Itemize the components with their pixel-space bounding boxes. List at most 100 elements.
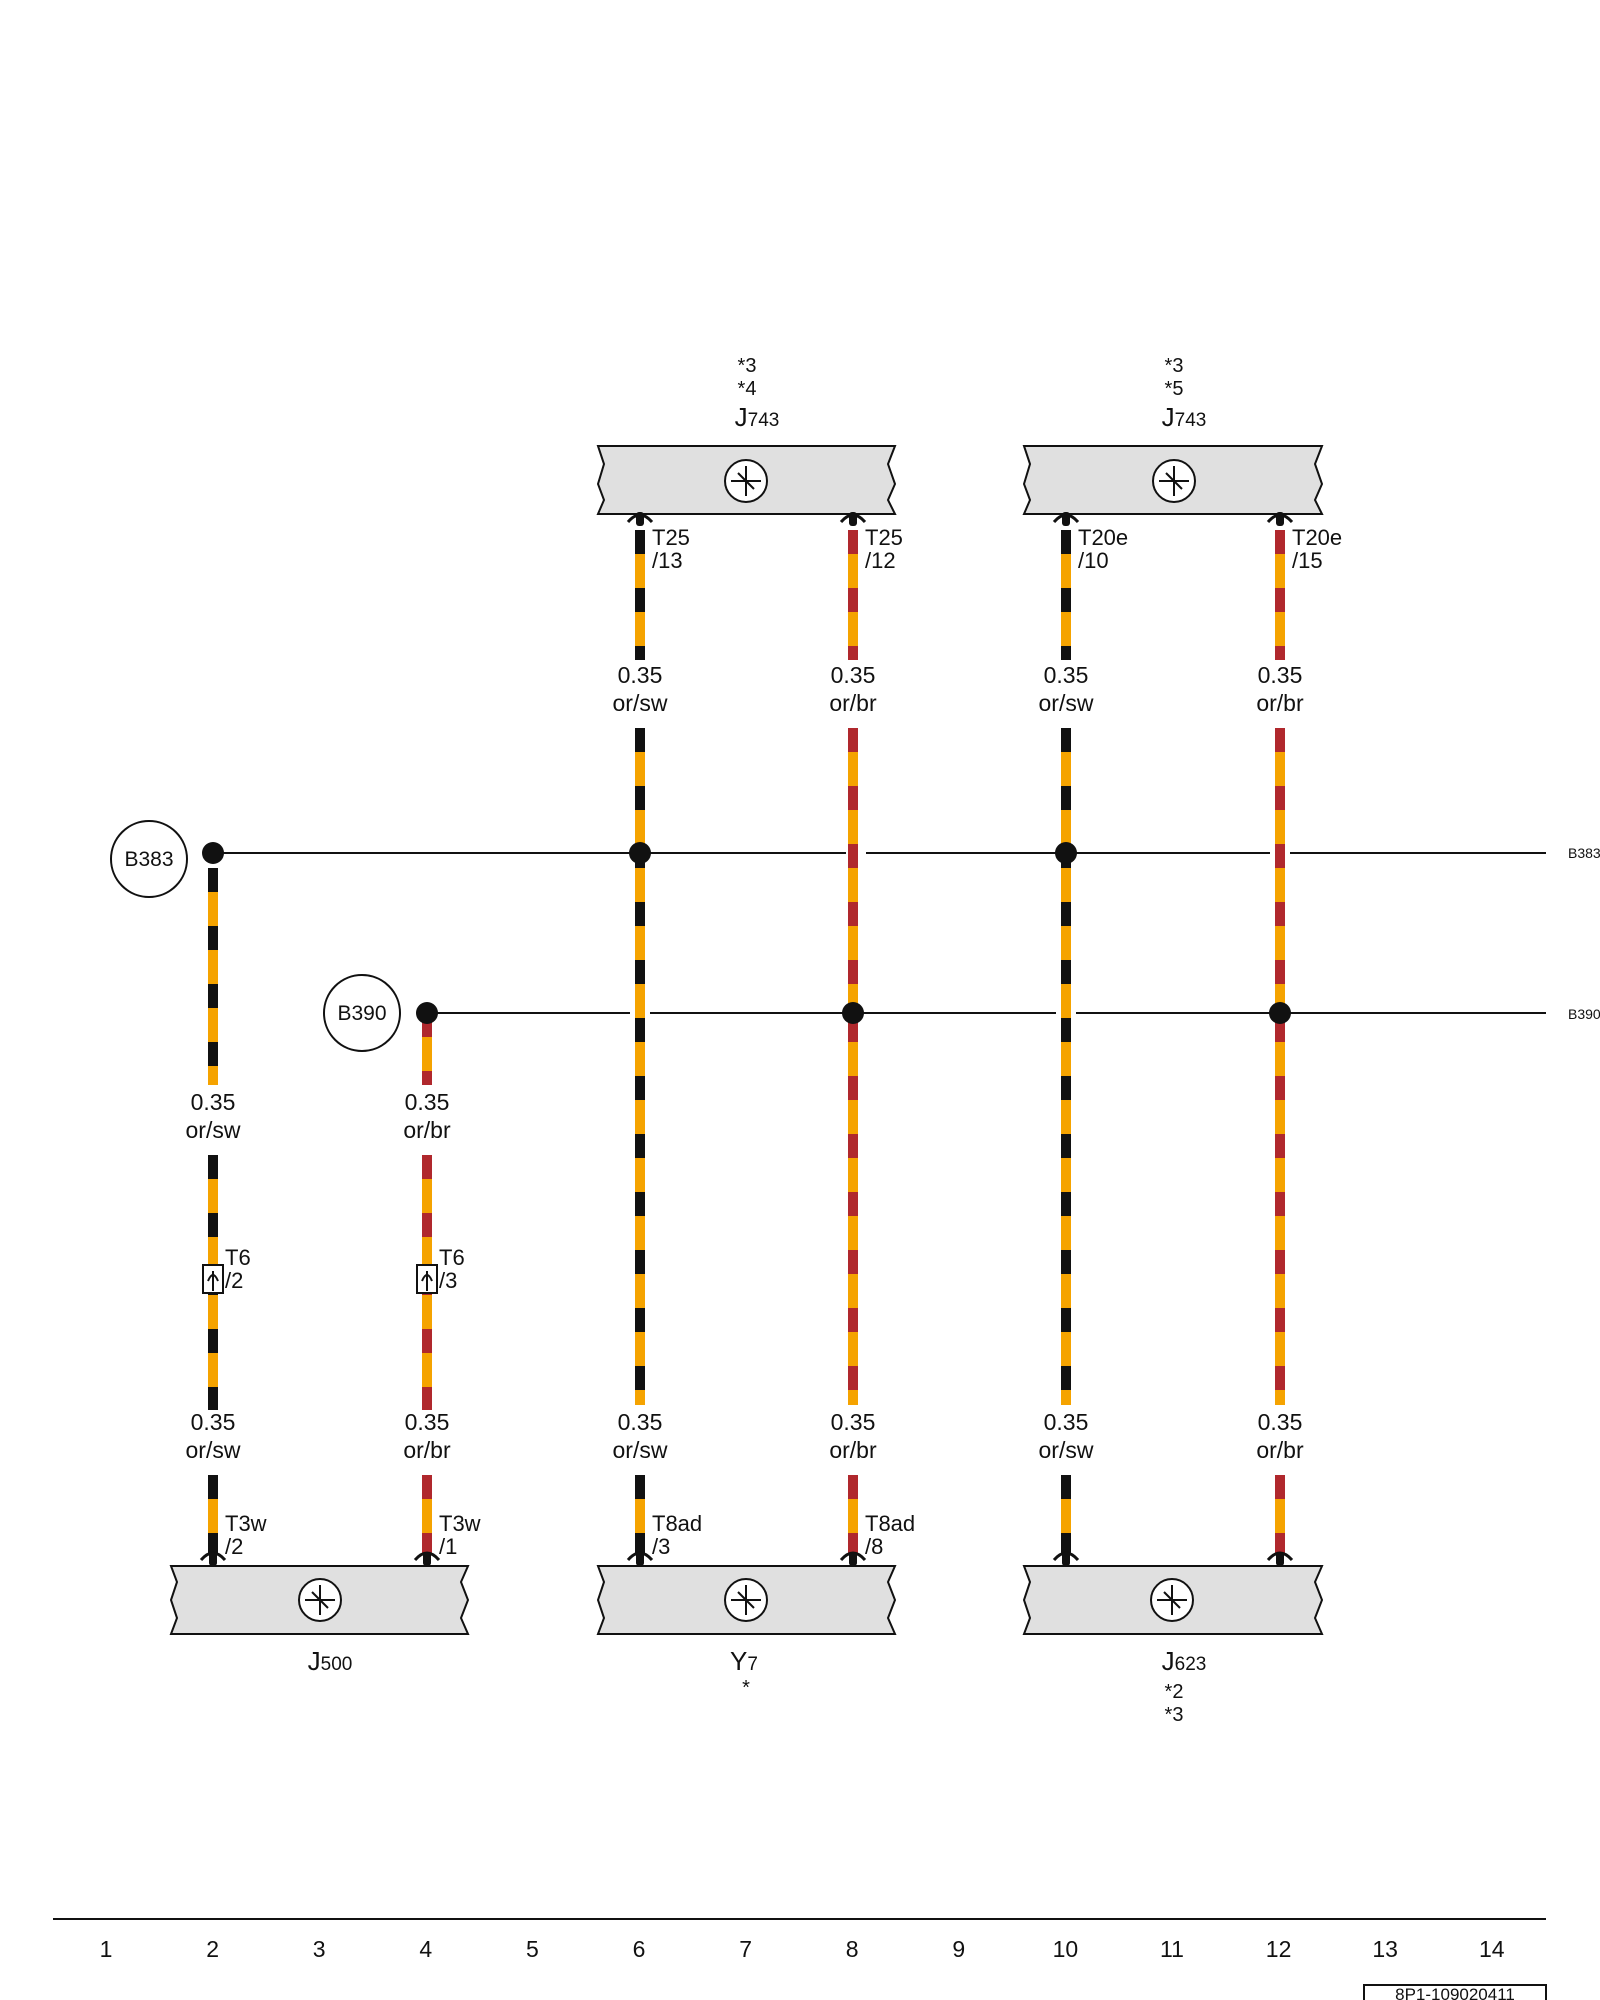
wire-color-label: or/br [829, 690, 877, 716]
pin-number-label: /1 [439, 1534, 457, 1559]
component-j743-b: *3 *5 J743 [1022, 355, 1324, 515]
wire-color-label: or/br [1256, 690, 1304, 716]
pin-connector-icon [626, 512, 654, 526]
top-pin-connectors [626, 512, 1294, 526]
bus-edge-label-b383: B383 [1568, 845, 1600, 861]
bus-lines [214, 849, 1546, 1017]
bus-badge-label: B383 [124, 848, 173, 871]
inline-connector-icon [202, 1264, 224, 1294]
junction-dot [1269, 1002, 1291, 1024]
ecu-symbol-icon [724, 1578, 768, 1622]
column-number: 2 [206, 1936, 219, 1962]
wire-color-label: or/br [1256, 1437, 1304, 1463]
pin-connector-icon [1052, 512, 1080, 526]
column-number: 8 [846, 1936, 859, 1962]
bottom-pin-connectors [199, 1551, 1294, 1566]
bus-badge-label: B390 [337, 1002, 386, 1025]
component-name: Y7 [730, 1646, 758, 1676]
pin-connector-icon [1052, 1551, 1080, 1566]
component-name: J743 [735, 402, 780, 432]
drawing-reference-label: 8P1-109020411 [1395, 1985, 1515, 2000]
component-name: J500 [308, 1646, 353, 1676]
component-note: *3 [1165, 355, 1184, 377]
pin-connector-label: T20e [1292, 525, 1342, 550]
column-number: 12 [1266, 1936, 1292, 1962]
column-number: 11 [1160, 1936, 1184, 1962]
wire-size-label: 0.35 [618, 662, 663, 688]
component-name: J623 [1162, 1646, 1207, 1676]
bus-badge-b390: B390 [323, 974, 401, 1052]
pin-connector-icon [413, 1551, 441, 1566]
component-j623: J623 *2 *3 [1022, 1565, 1324, 1726]
pin-connector-label: T3w [225, 1511, 267, 1536]
wire-size-label: 0.35 [1258, 662, 1303, 688]
inline-pin-label: /2 [225, 1268, 243, 1293]
wire-size-label: 0.35 [831, 662, 876, 688]
wire-size-label: 0.35 [405, 1409, 450, 1435]
component-name: J743 [1162, 402, 1207, 432]
inline-connector-label: T6 [439, 1245, 465, 1270]
pin-number-label: /2 [225, 1534, 243, 1559]
wire-size-label: 0.35 [191, 1409, 236, 1435]
junction-dot [842, 1002, 864, 1024]
component-note: *5 [1165, 378, 1184, 400]
component-y7: Y7 * [596, 1565, 897, 1699]
column-number: 9 [952, 1936, 965, 1962]
pin-connector-icon [626, 1551, 654, 1566]
pin-number-label: /3 [652, 1534, 670, 1559]
junction-dot [629, 842, 651, 864]
wire-size-label: 0.35 [1258, 1409, 1303, 1435]
column-number: 1 [100, 1936, 113, 1962]
wire-size-label: 0.35 [191, 1089, 236, 1115]
pin-connector-icon [1266, 1551, 1294, 1566]
column-number: 3 [313, 1936, 326, 1962]
component-note: *2 [1165, 1681, 1184, 1703]
pin-connector-label: T20e [1078, 525, 1128, 550]
pin-connector-icon [199, 1551, 227, 1566]
wire-size-label: 0.35 [1044, 662, 1089, 688]
inline-connectors [202, 1264, 438, 1294]
junction-dot [202, 842, 224, 864]
wire-spec-labels: 0.35 or/sw 0.35 or/sw 0.35 or/br 0.35 or… [186, 662, 1304, 1463]
ecu-symbol-icon [724, 459, 768, 503]
column-number: 14 [1479, 1936, 1505, 1962]
junction-dot [1055, 842, 1077, 864]
component-note: *4 [738, 378, 757, 400]
wire-color-label: or/br [403, 1437, 451, 1463]
bus-badge-b383: B383 [110, 820, 188, 898]
wire-color-label: or/sw [1039, 1437, 1094, 1463]
column-number: 13 [1372, 1936, 1398, 1962]
inline-connector-icon [416, 1264, 438, 1294]
wire-color-label: or/sw [186, 1117, 241, 1143]
drawing-reference: 8P1-109020411 [1363, 1984, 1547, 2000]
ecu-symbol-icon [1152, 459, 1196, 503]
wire-size-label: 0.35 [405, 1089, 450, 1115]
column-number: 4 [419, 1936, 432, 1962]
pin-connector-icon [839, 1551, 867, 1566]
column-number: 5 [526, 1936, 539, 1962]
column-number: 7 [739, 1936, 752, 1962]
component-note: *3 [1165, 1704, 1184, 1726]
pin-number-label: /15 [1292, 548, 1323, 573]
ecu-symbol-icon [1150, 1578, 1194, 1622]
junction-dot [416, 1002, 438, 1024]
wire-color-label: or/br [829, 1437, 877, 1463]
pin-connector-label: T8ad [652, 1511, 702, 1536]
inline-pin-label: /3 [439, 1268, 457, 1293]
pin-connector-label: T25 [865, 525, 903, 550]
pin-number-label: /8 [865, 1534, 883, 1559]
pin-number-label: /13 [652, 548, 683, 573]
wire-color-label: or/br [403, 1117, 451, 1143]
component-j500: J500 [169, 1565, 470, 1676]
pin-connector-label: T25 [652, 525, 690, 550]
pin-number-label: /12 [865, 548, 896, 573]
wire-color-label: or/sw [613, 1437, 668, 1463]
ecu-symbol-icon [298, 1578, 342, 1622]
wire-size-label: 0.35 [1044, 1409, 1089, 1435]
wire-color-label: or/sw [1039, 690, 1094, 716]
pin-connector-icon [839, 512, 867, 526]
inline-connector-label: T6 [225, 1245, 251, 1270]
wire-size-label: 0.35 [831, 1409, 876, 1435]
